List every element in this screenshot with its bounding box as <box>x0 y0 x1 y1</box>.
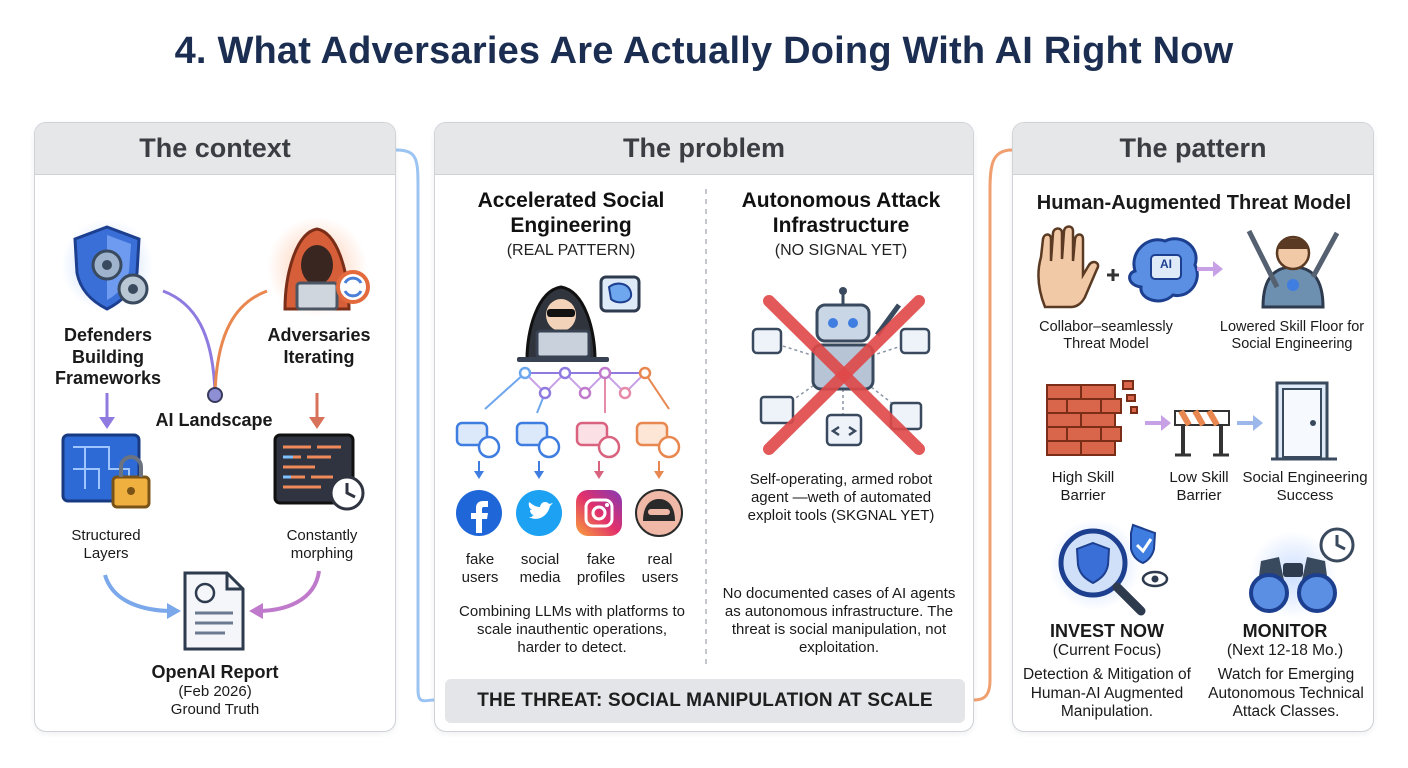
social-engineering-title: Accelerated Social Engineering <box>477 189 665 237</box>
page-title: 4. What Adversaries Are Actually Doing W… <box>174 30 1234 72</box>
report-date: (Feb 2026) <box>178 683 252 700</box>
social-engineering-desc: Combining LLMs with platforms to scale i… <box>459 603 685 656</box>
platform-label-1: fake users <box>461 551 499 586</box>
collab-label: Collabor–seamlessly Threat Model <box>1039 319 1173 353</box>
network-graph <box>484 366 670 414</box>
hacker-laptop-icon <box>517 275 641 362</box>
shield-gear-icon <box>61 219 153 311</box>
report-sub: Ground Truth <box>170 701 260 718</box>
platform-label-2: social media <box>519 551 561 586</box>
autonomous-attack-title: Autonomous Attack Infrastructure <box>741 189 941 237</box>
pattern-header: The pattern <box>1013 123 1373 175</box>
threat-banner: THE THREAT: SOCIAL MANIPULATION AT SCALE <box>445 679 965 723</box>
arrow-right-icon-3 <box>1237 415 1263 431</box>
connector-left <box>395 148 435 703</box>
real-pattern-tag: (REAL PATTERN) <box>506 242 636 259</box>
ai-landscape-label: AI Landscape <box>155 410 273 430</box>
adversaries-label: Adversaries Iterating <box>267 325 371 367</box>
blueprint-lock-icon <box>61 433 151 509</box>
context-header: The context <box>35 123 395 175</box>
defenders-label: Defenders Building Frameworks <box>54 325 162 389</box>
connector-right <box>973 148 1013 702</box>
instagram-icon <box>576 490 622 536</box>
report-title: OpenAI Report <box>151 662 279 682</box>
robot-network-icon <box>751 287 931 455</box>
no-signal-tag: (NO SIGNAL YET) <box>774 242 908 259</box>
hacker-icon <box>267 217 370 317</box>
invest-title: INVEST NOW <box>1049 621 1164 641</box>
brick-wall-icon <box>1046 380 1138 456</box>
platform-icons <box>456 489 683 537</box>
magnifier-shield-icon <box>1049 519 1169 616</box>
landscape-node <box>207 387 223 403</box>
structured-label: Structured Layers <box>71 527 141 562</box>
monitor-desc: Watch for Emerging Autonomous Technical … <box>1208 666 1364 721</box>
platform-label-3: fake profiles <box>576 551 626 586</box>
invest-desc: Detection & Mitigation of Human-AI Augme… <box>1022 666 1191 721</box>
pattern-panel: The pattern Human-Augmented Threat Model… <box>1012 122 1374 732</box>
chat-bubbles <box>455 421 681 479</box>
invest-sub: (Current Focus) <box>1052 642 1162 659</box>
low-barrier-icon <box>1174 409 1230 457</box>
report-document-icon <box>183 571 245 651</box>
binoculars-clock-icon <box>1249 527 1355 619</box>
column-divider <box>705 189 707 669</box>
low-barrier-label: Low Skill Barrier <box>1169 469 1229 504</box>
open-door-icon <box>1271 381 1337 461</box>
context-panel: The context Defenders Building Framework… <box>34 122 396 732</box>
morphing-label: Constantly morphing <box>286 527 358 562</box>
monitor-title: MONITOR <box>1242 621 1328 641</box>
threat-model-title: Human-Augmented Threat Model <box>1036 192 1352 214</box>
success-label: Social Engineering Success <box>1242 469 1368 504</box>
autonomous-desc: No documented cases of AI agents as auto… <box>722 585 956 656</box>
high-barrier-label: High Skill Barrier <box>1051 469 1115 504</box>
robot-agent-desc: Self-operating, armed robot agent —weth … <box>747 471 935 524</box>
platform-label-4: real users <box>641 551 679 586</box>
code-clock-icon <box>273 433 365 511</box>
problem-header: The problem <box>435 123 973 175</box>
arrow-right-icon-2 <box>1145 415 1171 431</box>
monitor-sub: (Next 12-18 Mo.) <box>1226 642 1344 659</box>
ai-chip-label: AI <box>1160 257 1172 271</box>
problem-panel: The problem Accelerated Social Engineeri… <box>434 122 974 732</box>
arrow-right-icon <box>1197 261 1223 277</box>
armored-knight-icon <box>1246 229 1340 309</box>
lowered-skill-label: Lowered Skill Floor for Social Engineeri… <box>1219 319 1365 353</box>
hand-plus-ai-brain-icon <box>1037 225 1199 309</box>
landscape-arcs <box>99 289 325 619</box>
